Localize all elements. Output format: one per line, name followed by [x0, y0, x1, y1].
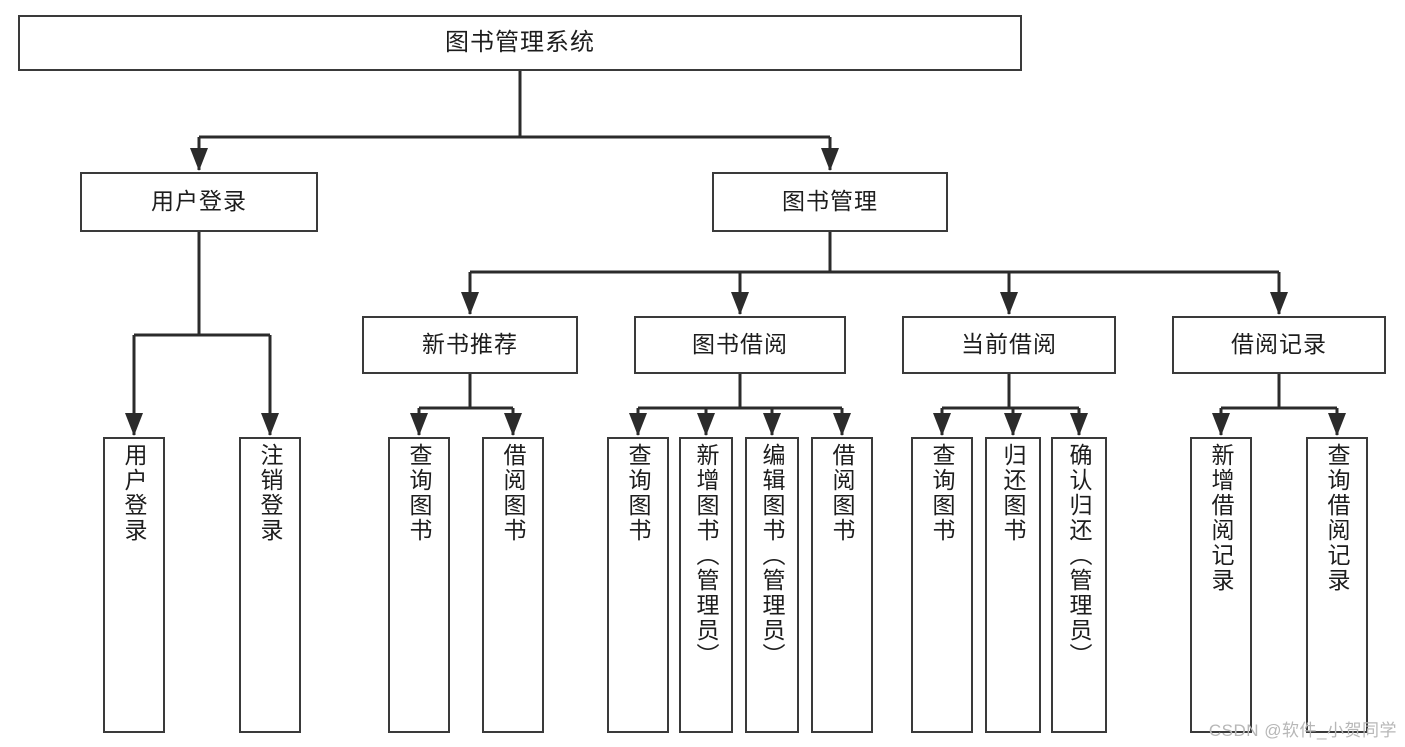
node-borrowing-records[interactable]: 借阅记录 [1172, 316, 1386, 374]
node-label: 图书管理系统 [445, 28, 595, 56]
node-leaf-query-book-3[interactable]: 查询图书 [911, 437, 973, 733]
node-leaf-query-borrow-record[interactable]: 查询借阅记录 [1306, 437, 1368, 733]
node-label: 新增图书（管理员） [693, 443, 720, 668]
node-label: 借阅图书 [829, 443, 856, 543]
node-leaf-query-book-2[interactable]: 查询图书 [607, 437, 669, 733]
node-label: 借阅图书 [500, 443, 527, 543]
node-current-borrowing[interactable]: 当前借阅 [902, 316, 1116, 374]
node-leaf-query-book-1[interactable]: 查询图书 [388, 437, 450, 733]
node-label: 新增借阅记录 [1208, 443, 1235, 593]
node-label: 图书借阅 [692, 331, 788, 358]
node-root-book-management-system[interactable]: 图书管理系统 [18, 15, 1022, 71]
node-label: 确认归还（管理员） [1066, 443, 1093, 668]
node-label: 借阅记录 [1231, 331, 1327, 358]
node-book-management[interactable]: 图书管理 [712, 172, 948, 232]
node-label: 用户登录 [151, 188, 247, 215]
node-label: 查询借阅记录 [1324, 443, 1351, 593]
node-label: 查询图书 [929, 443, 956, 543]
node-leaf-borrow-book-1[interactable]: 借阅图书 [482, 437, 544, 733]
node-label: 图书管理 [782, 188, 878, 215]
node-label: 当前借阅 [961, 331, 1057, 358]
node-leaf-logout[interactable]: 注销登录 [239, 437, 301, 733]
node-label: 查询图书 [406, 443, 433, 543]
watermark-text: CSDN @软件_小贺同学 [1208, 721, 1397, 740]
node-new-book-recommendation[interactable]: 新书推荐 [362, 316, 578, 374]
node-book-borrowing[interactable]: 图书借阅 [634, 316, 846, 374]
node-leaf-user-login[interactable]: 用户登录 [103, 437, 165, 733]
node-label: 查询图书 [625, 443, 652, 543]
node-label: 编辑图书（管理员） [759, 443, 786, 668]
node-leaf-confirm-return-admin[interactable]: 确认归还（管理员） [1051, 437, 1107, 733]
node-label: 用户登录 [121, 443, 148, 543]
node-leaf-return-book[interactable]: 归还图书 [985, 437, 1041, 733]
node-label: 注销登录 [257, 443, 284, 543]
node-label: 归还图书 [1000, 443, 1027, 543]
node-leaf-edit-book-admin[interactable]: 编辑图书（管理员） [745, 437, 799, 733]
node-leaf-borrow-book-2[interactable]: 借阅图书 [811, 437, 873, 733]
node-leaf-add-borrow-record[interactable]: 新增借阅记录 [1190, 437, 1252, 733]
node-user-login[interactable]: 用户登录 [80, 172, 318, 232]
node-label: 新书推荐 [422, 331, 518, 358]
node-leaf-add-book-admin[interactable]: 新增图书（管理员） [679, 437, 733, 733]
